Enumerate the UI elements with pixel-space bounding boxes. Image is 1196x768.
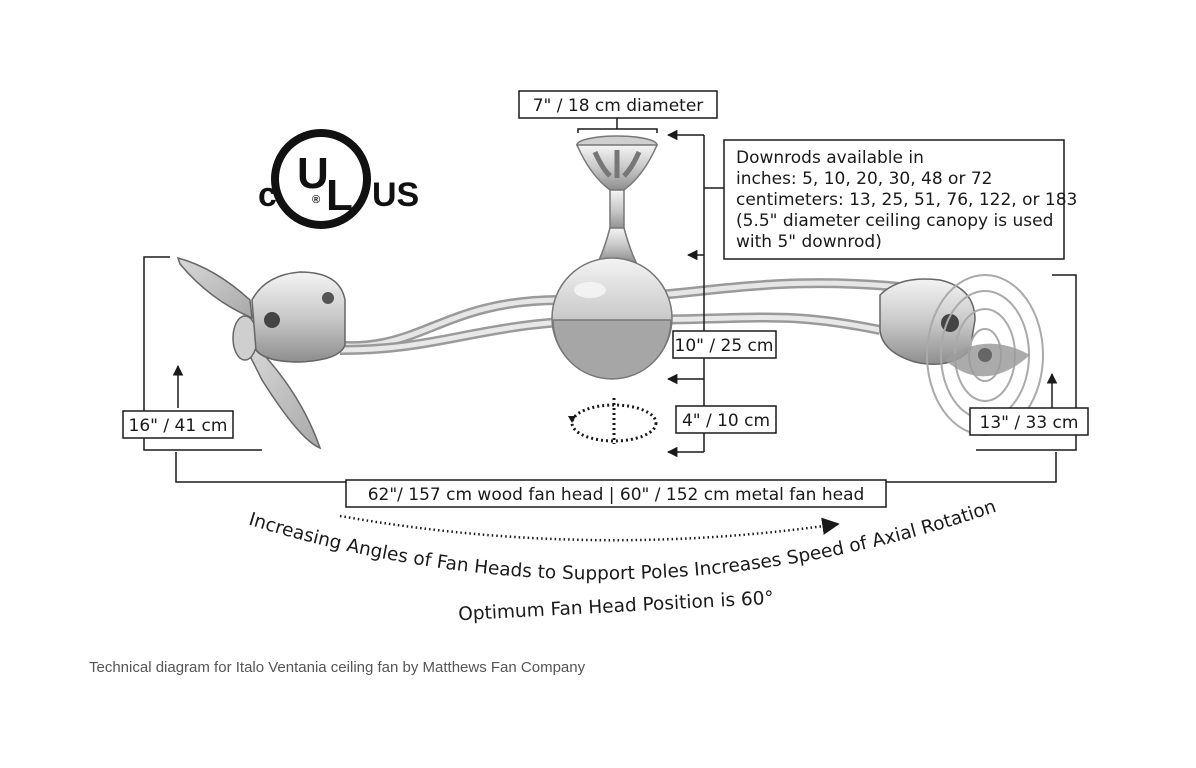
label-overall-width: 62"/ 157 cm wood fan head | 60" / 152 cm…: [345, 479, 887, 508]
label-canopy-diameter: 7" / 18 cm diameter: [518, 90, 718, 119]
downrod: [609, 189, 625, 231]
optimum-position-text: Optimum Fan Head Position is 60°: [458, 588, 775, 626]
fan-illustration: [176, 135, 1044, 450]
wood-fan-head: [176, 256, 346, 450]
light-globe: [552, 319, 672, 380]
dimension-lines: [143, 118, 1077, 483]
center-housing: [551, 257, 673, 380]
metal-head-height-text: 13" / 33 cm: [980, 413, 1079, 433]
downrods-note-line-4: (5.5" diameter ceiling canopy is used: [736, 211, 1053, 231]
ul-listed-logo: c U L ® US: [258, 129, 419, 229]
ul-suffix-us: US: [372, 176, 419, 214]
wood-head-height-bracket: [143, 256, 262, 451]
downrods-note-line-1: Downrods available in: [736, 148, 924, 168]
ul-mark-u: U: [297, 149, 329, 198]
downrods-note-line-3: centimeters: 13, 25, 51, 76, 122, or 183: [736, 190, 1077, 210]
rotation-direction-arrow: [339, 514, 840, 542]
wood-blade-upper: [176, 256, 253, 320]
wood-motor-vent: [264, 312, 280, 328]
ul-circle-icon: [271, 129, 371, 229]
downrods-note-line-2: inches: 5, 10, 20, 30, 48 or 72: [736, 169, 992, 189]
wood-motor-housing: [251, 271, 346, 363]
metal-head-height-bracket: [976, 274, 1077, 451]
body-height-text: 10" / 25 cm: [675, 336, 774, 356]
canopy-dimension-bracket: [577, 128, 658, 133]
overall-width-text: 62"/ 157 cm wood fan head | 60" / 152 cm…: [368, 485, 865, 505]
metal-motor-housing: [879, 278, 976, 365]
downrods-note-line-5: with 5" downrod): [736, 232, 882, 252]
ceiling-canopy: [575, 135, 659, 191]
rotation-clearance-text: 4" / 10 cm: [682, 411, 770, 431]
label-wood-head-height: 16" / 41 cm: [122, 410, 234, 439]
wood-blade-lower: [247, 338, 322, 450]
downrod-coupler: [596, 227, 638, 263]
figure-caption: Technical diagram for Italo Ventania cei…: [89, 659, 586, 676]
canopy-diameter-text: 7" / 18 cm diameter: [533, 96, 704, 116]
label-body-height: 10" / 25 cm: [672, 330, 777, 359]
wood-head-height-text: 16" / 41 cm: [129, 416, 228, 436]
overall-width-bracket: [175, 452, 1057, 483]
downrods-note-box: Downrods available in inches: 5, 10, 20,…: [723, 139, 1077, 260]
rotation-indicator: [568, 398, 658, 444]
ul-registered-mark: ®: [312, 194, 320, 206]
label-metal-head-height: 13" / 33 cm: [969, 407, 1089, 436]
ul-mark-l: L: [326, 171, 353, 220]
label-rotation-clearance: 4" / 10 cm: [675, 405, 777, 434]
